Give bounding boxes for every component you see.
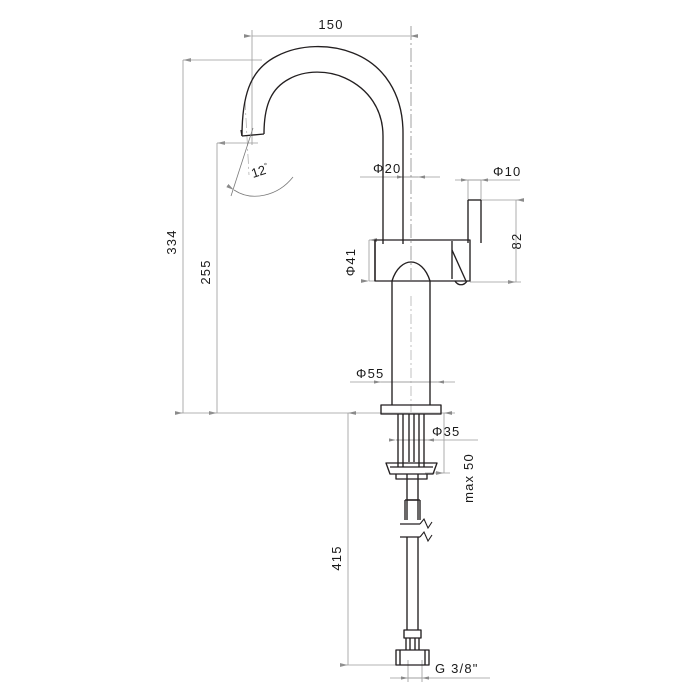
break-zigzag-lower bbox=[419, 530, 433, 543]
spout-inner-profile bbox=[263, 71, 384, 244]
dim-dia-35-label: Φ35 bbox=[432, 424, 460, 439]
lever-cap-nub bbox=[454, 280, 468, 286]
dimension-text-group: 150 334 255 Φ20 Φ10 Φ41 82 Φ55 Φ35 max 5… bbox=[164, 17, 524, 676]
break-zigzag-upper bbox=[419, 517, 433, 530]
spout-outlet-face bbox=[241, 133, 265, 137]
faucet-outline-group bbox=[240, 45, 482, 666]
column-shoulder bbox=[391, 261, 431, 282]
base-flange bbox=[380, 404, 442, 415]
centreline-group-2 bbox=[244, 99, 412, 412]
angle-indicator-group bbox=[226, 127, 294, 197]
break-symbol-group bbox=[419, 517, 433, 543]
dim-dia-41-label: Φ41 bbox=[343, 248, 358, 276]
angle-ray-inclined bbox=[230, 127, 254, 197]
spout-outlet-edge bbox=[240, 129, 243, 137]
dim-150-label: 150 bbox=[318, 17, 343, 32]
dim-82-label: 82 bbox=[509, 233, 524, 250]
lever-cap-diagonal bbox=[451, 249, 467, 282]
dim-dia-55-label: Φ55 bbox=[356, 366, 384, 381]
spout-outer-profile bbox=[241, 45, 404, 244]
dim-255-label: 255 bbox=[198, 259, 213, 284]
mounting-washer bbox=[385, 462, 438, 475]
mounting-nut bbox=[395, 474, 428, 480]
dim-dia-10-label: Φ10 bbox=[493, 164, 521, 179]
angle-arc-12 bbox=[226, 176, 294, 197]
thread-nut-hex bbox=[395, 649, 430, 666]
dim-max-50-label: max 50 bbox=[461, 453, 476, 503]
dim-334-label: 334 bbox=[164, 229, 179, 254]
dim-415-label: 415 bbox=[329, 545, 344, 570]
hose-ferrule bbox=[403, 629, 422, 639]
dim-angle-12-label: 12° bbox=[249, 161, 270, 181]
dim-thread-label: G 3/8" bbox=[435, 661, 479, 676]
dimension-line-group bbox=[175, 30, 524, 682]
centreline-outlet-axis bbox=[244, 99, 250, 176]
dim-dia-20-label: Φ20 bbox=[373, 161, 401, 176]
